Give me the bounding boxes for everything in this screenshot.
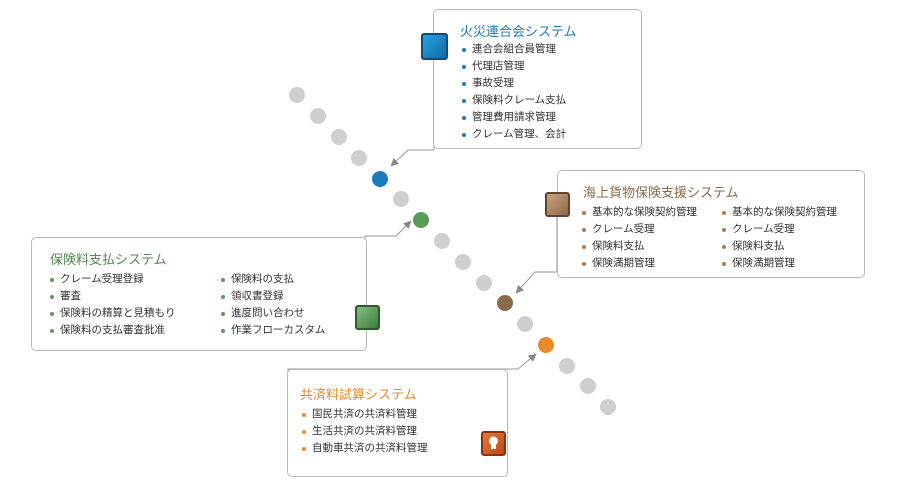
list-item: 保険料支払 bbox=[580, 238, 697, 255]
connector-dot bbox=[559, 358, 575, 374]
kaijo-system-icon bbox=[545, 192, 570, 217]
connector-dot bbox=[600, 399, 616, 415]
list-item: クレーム管理、会計 bbox=[460, 126, 566, 143]
list-item: 自動車共済の共済料管理 bbox=[300, 440, 428, 457]
list-item: 保険料支払 bbox=[720, 238, 837, 255]
connector-dot bbox=[289, 87, 305, 103]
connector-dot bbox=[580, 378, 596, 394]
connector-dot bbox=[351, 150, 367, 166]
kasai-system-list: 連合会組合員管理代理店管理事故受理保険料クレーム支払管理費用請求管理クレーム管理… bbox=[460, 41, 566, 143]
connector-dot-blue bbox=[372, 171, 388, 187]
connector-dot bbox=[434, 233, 450, 249]
kasai-system-title: 火災連合会システム bbox=[460, 25, 577, 40]
list-item: 管理費用請求管理 bbox=[460, 109, 566, 126]
list-item: 基本的な保険契約管理 bbox=[720, 204, 837, 221]
list-item: 国民共済の共済料管理 bbox=[300, 406, 428, 423]
list-item: 領収書登録 bbox=[219, 288, 326, 305]
kasai-system-icon bbox=[421, 33, 448, 60]
kyosai-system-title: 共済料試算システム bbox=[300, 388, 417, 403]
list-item: 保険料の支払 bbox=[219, 271, 326, 288]
list-item: 代理店管理 bbox=[460, 58, 566, 75]
list-item: 連合会組合員管理 bbox=[460, 41, 566, 58]
kaijo-system-box: 海上貨物保険支援システム 基本的な保険契約管理クレーム受理保険料支払保険満期管理… bbox=[557, 170, 865, 278]
lightbulb-icon bbox=[481, 431, 506, 456]
hoken-system-box: 保険料支払システム クレーム受理登録審査保険料の精算と見積もり保険料の支払審査批… bbox=[31, 237, 367, 351]
list-item: 審査 bbox=[48, 288, 176, 305]
connector-dot bbox=[517, 316, 533, 332]
list-item: クレーム受理 bbox=[580, 221, 697, 238]
list-item: 事故受理 bbox=[460, 75, 566, 92]
kyosai-system-box: 共済料試算システム 国民共済の共済料管理生活共済の共済料管理自動車共済の共済料管… bbox=[287, 369, 508, 477]
list-item: 保険料の支払審査批准 bbox=[48, 322, 176, 339]
list-item: 保険満期管理 bbox=[720, 255, 837, 272]
list-item: 生活共済の共済料管理 bbox=[300, 423, 428, 440]
list-item: 保険料の精算と見積もり bbox=[48, 305, 176, 322]
connector-dot bbox=[331, 129, 347, 145]
list-item: クレーム受理登録 bbox=[48, 271, 176, 288]
connector-dot bbox=[476, 275, 492, 291]
connector-dot-brown bbox=[497, 295, 513, 311]
diagonal-dots bbox=[289, 87, 616, 415]
list-item: 保険料クレーム支払 bbox=[460, 92, 566, 109]
list-item: 保険満期管理 bbox=[580, 255, 697, 272]
connector-dot bbox=[393, 191, 409, 207]
hoken-system-list-left: クレーム受理登録審査保険料の精算と見積もり保険料の支払審査批准 bbox=[48, 271, 176, 339]
connector-dot bbox=[455, 254, 471, 270]
hoken-system-title: 保険料支払システム bbox=[50, 253, 167, 268]
list-item: 作業フローカスタム bbox=[219, 322, 326, 339]
kasai-system-box: 火災連合会システム 連合会組合員管理代理店管理事故受理保険料クレーム支払管理費用… bbox=[433, 9, 642, 149]
kaijo-system-list-left: 基本的な保険契約管理クレーム受理保険料支払保険満期管理 bbox=[580, 204, 697, 272]
hoken-system-icon bbox=[355, 305, 380, 330]
connector-dot-green bbox=[413, 212, 429, 228]
kaijo-system-list-right: 基本的な保険契約管理クレーム受理保険料支払保険満期管理 bbox=[720, 204, 837, 272]
kyosai-system-list: 国民共済の共済料管理生活共済の共済料管理自動車共済の共済料管理 bbox=[300, 406, 428, 457]
hoken-system-list-right: 保険料の支払領収書登録進度問い合わせ作業フローカスタム bbox=[219, 271, 326, 339]
list-item: クレーム受理 bbox=[720, 221, 837, 238]
connector-dot bbox=[310, 108, 326, 124]
list-item: 基本的な保険契約管理 bbox=[580, 204, 697, 221]
kaijo-system-title: 海上貨物保険支援システム bbox=[583, 186, 739, 201]
connector-dot-orange bbox=[538, 337, 554, 353]
list-item: 進度問い合わせ bbox=[219, 305, 326, 322]
